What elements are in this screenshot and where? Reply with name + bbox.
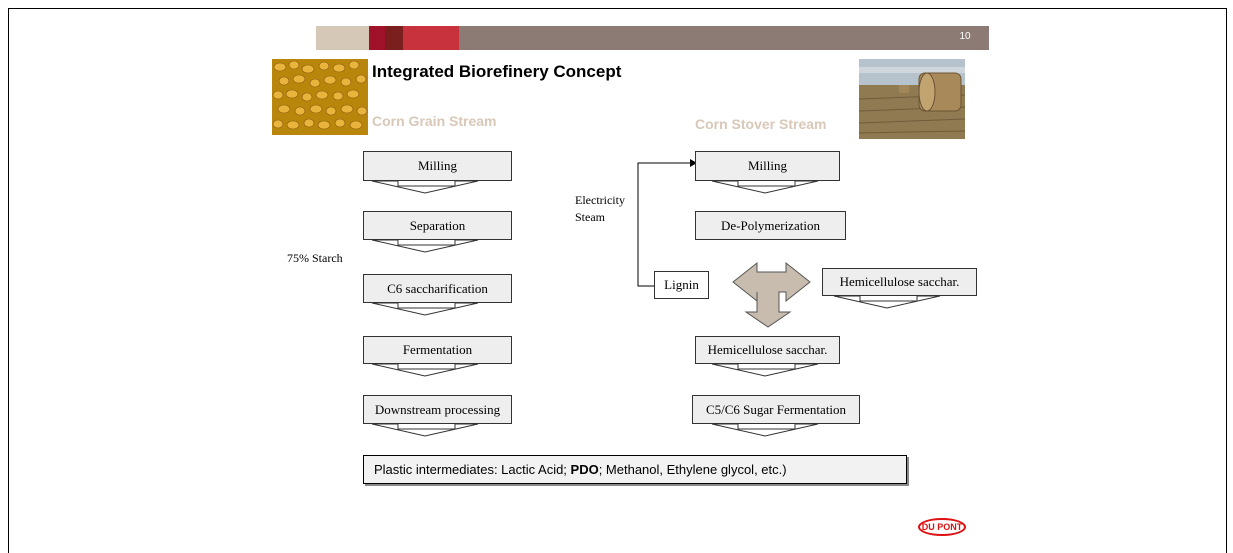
header-band-crimson [403,26,459,50]
hemicellulose-center-box: Hemicellulose sacchar. [695,336,840,364]
stover-step-milling: Milling [695,151,840,181]
grain-step-separation: Separation [363,211,512,240]
output-pdo: PDO [570,462,599,477]
corn-stover-stream-title: Corn Stover Stream [695,116,827,132]
arrow-down [371,239,479,253]
output-suffix: ; Methanol, Ethylene glycol, etc.) [598,462,787,477]
grain-step-fermentation: Fermentation [363,336,512,364]
starch-label: 75% Starch [287,251,343,265]
arrow-down [711,363,819,377]
header-band-red [369,26,385,50]
energy-label-electricity: Electricity [575,193,625,207]
corn-kernels-photo [272,59,368,135]
dupont-logo: DU PONT [918,518,966,536]
arrow-down [371,363,479,377]
slide-number: 10 [959,31,971,42]
header-band-taupe [459,26,989,50]
slide-frame [8,8,1227,553]
grain-step-c6-saccharification: C6 saccharification [363,274,512,303]
header-band-tan [316,26,369,50]
arrow-down [371,423,479,437]
lignin-connector [637,162,690,287]
c5-c6-fermentation-box: C5/C6 Sugar Fermentation [692,395,860,424]
header-band-darkred [385,26,403,50]
hay-bale-photo [859,59,965,139]
arrow-down [371,180,479,194]
grain-step-milling: Milling [363,151,512,181]
grain-step-downstream-processing: Downstream processing [363,395,512,424]
lignin-box: Lignin [654,271,709,299]
corn-grain-stream-title: Corn Grain Stream [372,113,497,129]
hemicellulose-side-box: Hemicellulose sacchar. [822,268,977,296]
connector-arrowhead [690,159,697,167]
output-prefix: Plastic intermediates: Lactic Acid; [374,462,571,477]
energy-label-steam: Steam [575,210,605,224]
arrow-down [711,423,819,437]
arrow-down [371,302,479,316]
output-products-box: Plastic intermediates: Lactic Acid; PDO;… [363,455,907,484]
tri-arrow-icon [732,261,811,328]
stover-step-de-polymerization: De-Polymerization [695,211,846,240]
arrow-down [711,180,819,194]
arrow-down [833,295,941,309]
slide-title: Integrated Biorefinery Concept [372,62,622,81]
